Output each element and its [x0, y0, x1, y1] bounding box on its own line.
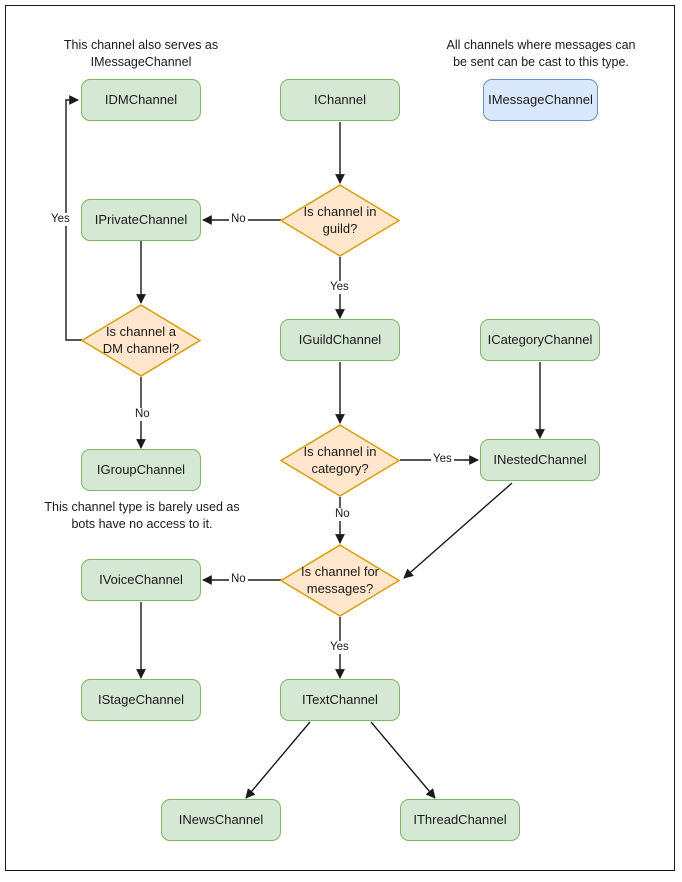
- node-itextchannel[interactable]: ITextChannel: [280, 679, 400, 721]
- node-iguildchannel-label: IGuildChannel: [298, 331, 382, 347]
- node-icategorychannel-label: ICategoryChannel: [487, 331, 593, 347]
- diamond-shape: [280, 544, 400, 617]
- decision-is-channel-for-messages-label: Is channel for messages?: [300, 564, 380, 596]
- node-ithreadchannel[interactable]: IThreadChannel: [400, 799, 520, 841]
- edge-itextchannel-to-inewschannel: [245, 721, 311, 799]
- node-imessagechannel-label: IMessageChannel: [488, 91, 593, 107]
- node-ichannel-label: IChannel: [313, 91, 367, 107]
- edge-label-category-yes: Yes: [431, 453, 454, 466]
- diamond-shape: [81, 304, 201, 377]
- decision-is-channel-in-guild-label: Is channel in guild?: [303, 204, 377, 236]
- node-ivoicechannel-label: IVoiceChannel: [99, 571, 183, 587]
- node-imessagechannel[interactable]: IMessageChannel: [483, 79, 598, 121]
- edge-label-messages-no: No: [229, 573, 248, 586]
- edge-label-category-no: No: [333, 508, 352, 521]
- node-istagechannel-label: IStageChannel: [97, 691, 184, 707]
- edge-itextchannel-to-ithreadchannel: [370, 721, 436, 799]
- node-igroupchannel[interactable]: IGroupChannel: [81, 449, 201, 491]
- node-inewschannel-label: INewsChannel: [178, 811, 264, 827]
- node-icategorychannel[interactable]: ICategoryChannel: [480, 319, 600, 361]
- edge-label-guild-no: No: [229, 213, 248, 226]
- decision-is-channel-in-category[interactable]: Is channel in category?: [280, 424, 400, 497]
- note-dm-channel: This channel also serves as IMessageChan…: [63, 38, 219, 69]
- edge-inested-to-messages: [403, 482, 513, 579]
- node-igroupchannel-label: IGroupChannel: [96, 461, 186, 477]
- note-message-channel: All channels where messages can be sent …: [446, 38, 636, 69]
- edge-label-guild-yes: Yes: [328, 281, 351, 294]
- node-itextchannel-label: ITextChannel: [302, 691, 378, 707]
- node-istagechannel[interactable]: IStageChannel: [81, 679, 201, 721]
- node-inestedchannel-label: INestedChannel: [493, 451, 587, 467]
- node-idmchannel[interactable]: IDMChannel: [81, 79, 201, 121]
- decision-is-channel-a-dm-channel[interactable]: Is channel a DM channel?: [81, 304, 201, 377]
- node-iprivatechannel[interactable]: IPrivateChannel: [81, 199, 201, 241]
- diamond-shape: [280, 184, 400, 257]
- decision-is-channel-in-category-label: Is channel in category?: [303, 444, 377, 476]
- diamond-shape: [280, 424, 400, 497]
- note-group-channel: This channel type is barely used as bots…: [44, 500, 240, 531]
- edge-label-dm-no: No: [133, 408, 152, 421]
- node-ichannel[interactable]: IChannel: [280, 79, 400, 121]
- edge-label-messages-yes: Yes: [328, 641, 351, 654]
- decision-is-channel-for-messages[interactable]: Is channel for messages?: [280, 544, 400, 617]
- edge-label-dm-yes: Yes: [49, 213, 72, 226]
- node-ithreadchannel-label: IThreadChannel: [413, 811, 507, 827]
- node-ivoicechannel[interactable]: IVoiceChannel: [81, 559, 201, 601]
- node-inestedchannel[interactable]: INestedChannel: [480, 439, 600, 481]
- decision-is-channel-a-dm-channel-label: Is channel a DM channel?: [102, 324, 180, 356]
- node-idmchannel-label: IDMChannel: [104, 91, 178, 107]
- node-iguildchannel[interactable]: IGuildChannel: [280, 319, 400, 361]
- node-iprivatechannel-label: IPrivateChannel: [94, 211, 188, 227]
- decision-is-channel-in-guild[interactable]: Is channel in guild?: [280, 184, 400, 257]
- node-inewschannel[interactable]: INewsChannel: [161, 799, 281, 841]
